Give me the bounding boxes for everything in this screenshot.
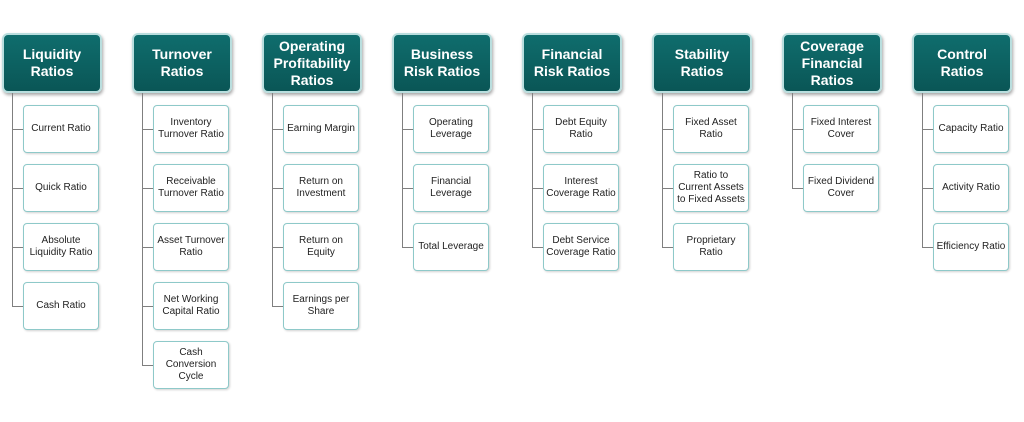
connector-trunk [532,93,533,247]
connector-trunk [142,93,143,365]
connector-trunk [402,93,403,247]
connector-branch [142,188,153,189]
category-header-coverage-financial: Coverage Financial Ratios [782,33,882,93]
connector-branch [662,129,673,130]
connector-branch [272,247,283,248]
connector-branch [792,188,803,189]
connector-trunk [922,93,923,247]
connector-branch [792,129,803,130]
ratio-item: Total Leverage [413,223,489,271]
connector-branch [12,129,23,130]
connector-branch [532,247,543,248]
ratio-item: Fixed Dividend Cover [803,164,879,212]
ratio-item: Receivable Turnover Ratio [153,164,229,212]
connector-branch [272,188,283,189]
ratio-item: Interest Coverage Ratio [543,164,619,212]
connector-trunk [12,93,13,306]
connector-branch [662,247,673,248]
connector-branch [272,306,283,307]
ratio-item: Debt Service Coverage Ratio [543,223,619,271]
connector-branch [662,188,673,189]
connector-branch [12,188,23,189]
category-header-liquidity: Liquidity Ratios [2,33,102,93]
connector-branch [922,188,933,189]
ratio-item: Fixed Interest Cover [803,105,879,153]
ratio-item: Cash Conversion Cycle [153,341,229,389]
ratio-item: Inventory Turnover Ratio [153,105,229,153]
category-header-turnover: Turnover Ratios [132,33,232,93]
ratio-item: Earning Margin [283,105,359,153]
connector-branch [532,188,543,189]
connector-branch [402,247,413,248]
connector-branch [272,129,283,130]
connector-trunk [792,93,793,188]
ratio-item: Efficiency Ratio [933,223,1009,271]
ratio-item: Debt Equity Ratio [543,105,619,153]
connector-branch [142,365,153,366]
ratio-item: Return on Equity [283,223,359,271]
ratio-item: Ratio to Current Assets to Fixed Assets [673,164,749,212]
ratio-item: Capacity Ratio [933,105,1009,153]
category-header-business-risk: Business Risk Ratios [392,33,492,93]
ratio-item: Net Working Capital Ratio [153,282,229,330]
ratio-item: Current Ratio [23,105,99,153]
ratio-item: Activity Ratio [933,164,1009,212]
category-header-operating-profitability: Operating Profitability Ratios [262,33,362,93]
connector-branch [12,306,23,307]
connector-branch [532,129,543,130]
connector-branch [142,306,153,307]
ratio-item: Quick Ratio [23,164,99,212]
connector-branch [922,247,933,248]
ratio-item: Return on Investment [283,164,359,212]
connector-branch [142,247,153,248]
connector-trunk [662,93,663,247]
category-header-financial-risk: Financial Risk Ratios [522,33,622,93]
connector-branch [922,129,933,130]
connector-branch [12,247,23,248]
connector-branch [402,188,413,189]
ratio-item: Cash Ratio [23,282,99,330]
connector-branch [142,129,153,130]
ratio-item: Fixed Asset Ratio [673,105,749,153]
category-header-stability: Stability Ratios [652,33,752,93]
ratio-item: Financial Leverage [413,164,489,212]
connector-trunk [272,93,273,306]
ratio-item: Earnings per Share [283,282,359,330]
ratio-item: Asset Turnover Ratio [153,223,229,271]
ratio-item: Operating Leverage [413,105,489,153]
ratio-item: Absolute Liquidity Ratio [23,223,99,271]
connector-branch [402,129,413,130]
category-header-control: Control Ratios [912,33,1012,93]
ratio-item: Proprietary Ratio [673,223,749,271]
